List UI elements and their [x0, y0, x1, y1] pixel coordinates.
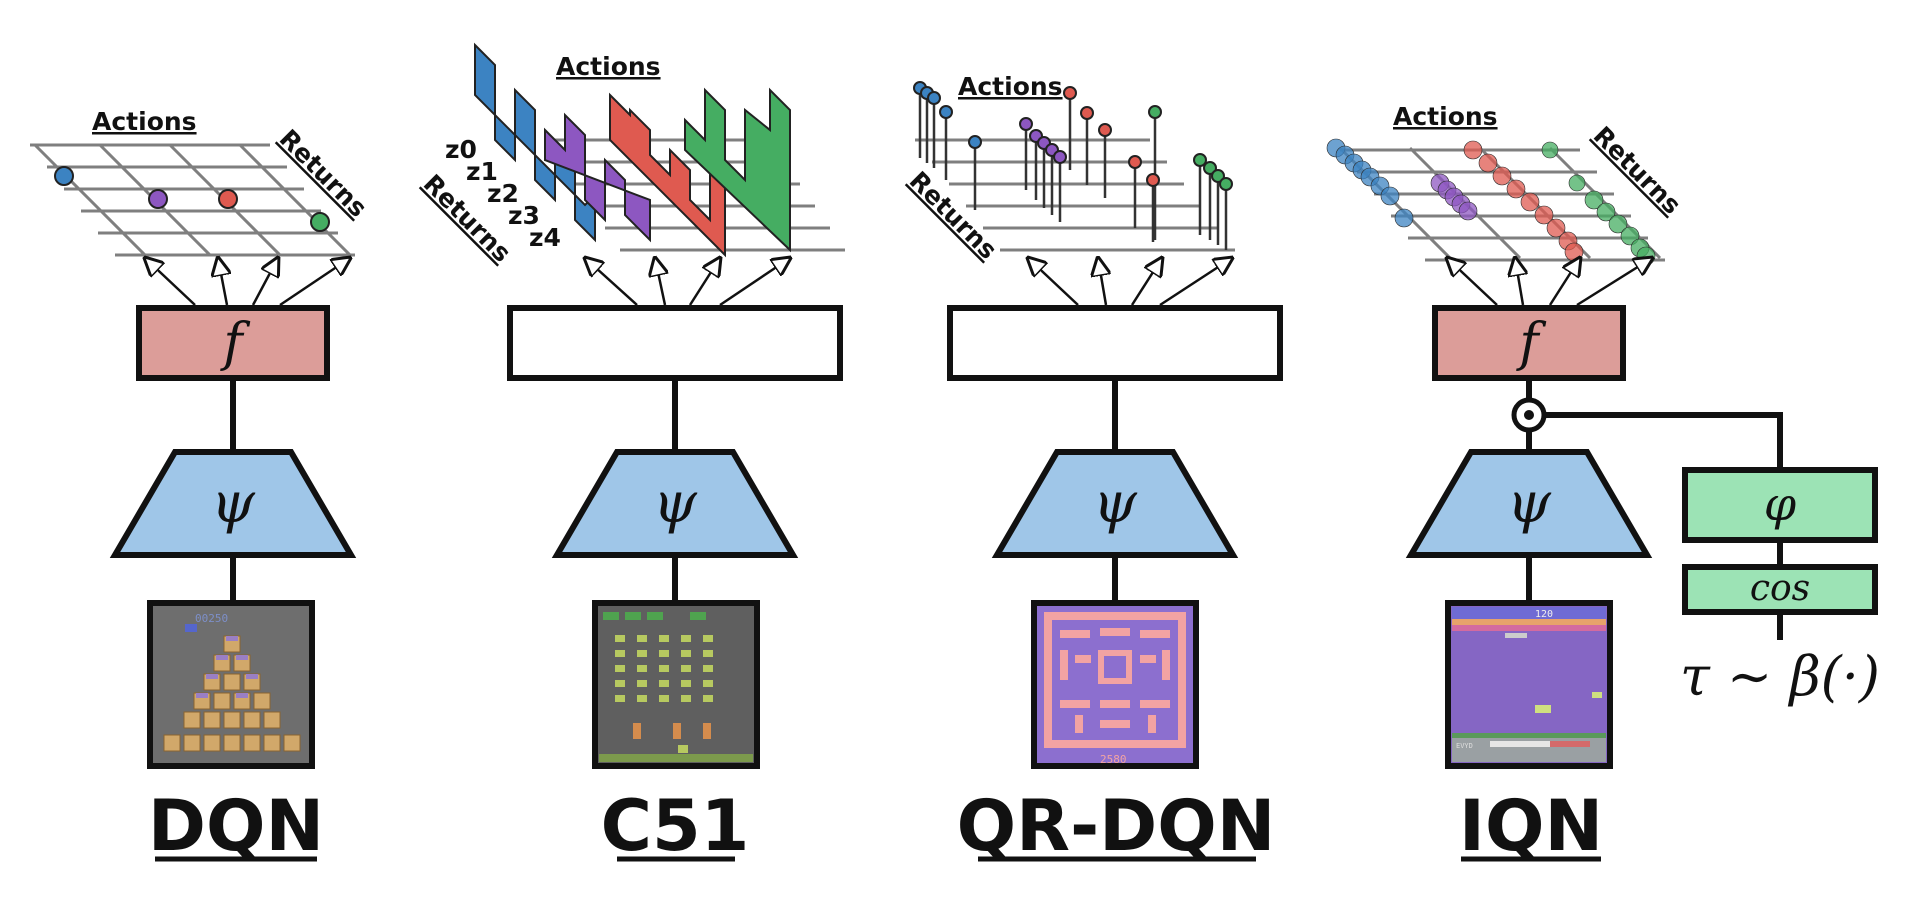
c51-title: C51	[601, 785, 750, 867]
qrdqn-quantile-heads	[913, 81, 1233, 191]
panel-c51: z0 z1 z2 z3 z4 Actions Returns ψ	[418, 42, 845, 867]
dqn-value-dot-red	[218, 189, 238, 209]
panel-qr-dqn: Actions Returns ψ	[904, 72, 1283, 867]
dqn-encoder-psi	[109, 449, 357, 558]
qrdqn-game-screen: 2580	[1031, 600, 1199, 769]
iqn-cos-label: cos	[1750, 568, 1810, 609]
dqn-title: DQN	[148, 785, 324, 867]
iqn-phi-block	[1682, 467, 1878, 543]
iqn-tau-sampling-label: τ ∼ β(·)	[1680, 645, 1880, 708]
dqn-output-arrows	[145, 258, 350, 307]
c51-label-z0: z0	[445, 135, 477, 164]
c51-game-screen	[592, 600, 760, 769]
qrdqn-actions-label: Actions	[958, 72, 1063, 101]
qrdqn-output-block	[947, 305, 1283, 381]
iqn-phi-symbol: φ	[1764, 477, 1797, 531]
dqn-actions-label: Actions	[92, 107, 197, 136]
iqn-psi-symbol: ψ	[1507, 471, 1552, 536]
c51-label-z3: z3	[508, 201, 540, 230]
iqn-actions-label: Actions	[1393, 102, 1498, 131]
c51-output-arrows	[585, 258, 790, 307]
c51-output-block	[507, 305, 843, 381]
svg-text:00250: 00250	[195, 612, 228, 625]
c51-label-z1: z1	[466, 157, 498, 186]
iqn-encoder-psi	[1405, 449, 1653, 558]
dqn-value-dot-green	[310, 212, 330, 232]
c51-support-labels: z0 z1 z2 z3 z4	[445, 135, 561, 252]
iqn-samples-purple	[1430, 173, 1478, 221]
qrdqn-returns-label: Returns	[904, 166, 1003, 265]
c51-actions-label: Actions	[556, 52, 661, 81]
iqn-output-arrows	[1447, 258, 1652, 307]
dqn-psi-symbol: ψ	[211, 471, 256, 536]
iqn-title: IQN	[1459, 785, 1603, 867]
qrdqn-title: QR-DQN	[957, 785, 1276, 867]
iqn-cos-block	[1682, 564, 1878, 615]
dqn-returns-label: Returns	[274, 124, 373, 223]
svg-text:2580: 2580	[1100, 753, 1127, 766]
iqn-game-screen: 120 EVYD	[1445, 600, 1613, 769]
dqn-game-screen: 00250	[147, 600, 315, 769]
qrdqn-encoder-psi	[991, 449, 1239, 558]
c51-bars-green	[684, 87, 791, 253]
dqn-value-dot-purple	[148, 189, 168, 209]
dqn-value-dot-blue	[54, 166, 74, 186]
svg-text:120: 120	[1535, 609, 1553, 620]
c51-encoder-psi	[551, 449, 799, 558]
c51-distribution-bars	[474, 42, 791, 258]
c51-label-z2: z2	[487, 179, 519, 208]
panel-dqn: Actions Returns f ψ 00250	[30, 107, 373, 867]
c51-bars-red	[609, 92, 726, 258]
qrdqn-output-arrows	[1028, 258, 1232, 307]
c51-bars-purple	[544, 112, 651, 243]
iqn-samples-blue	[1326, 138, 1414, 228]
iqn-samples-red	[1463, 140, 1584, 262]
svg-text:EVYD: EVYD	[1456, 742, 1473, 750]
panel-iqn: Actions Returns f ψ φ cos τ ∼ β(·) 120	[1326, 102, 1880, 867]
c51-psi-symbol: ψ	[653, 471, 698, 536]
c51-label-z4: z4	[529, 223, 561, 252]
qrdqn-psi-symbol: ψ	[1093, 471, 1138, 536]
